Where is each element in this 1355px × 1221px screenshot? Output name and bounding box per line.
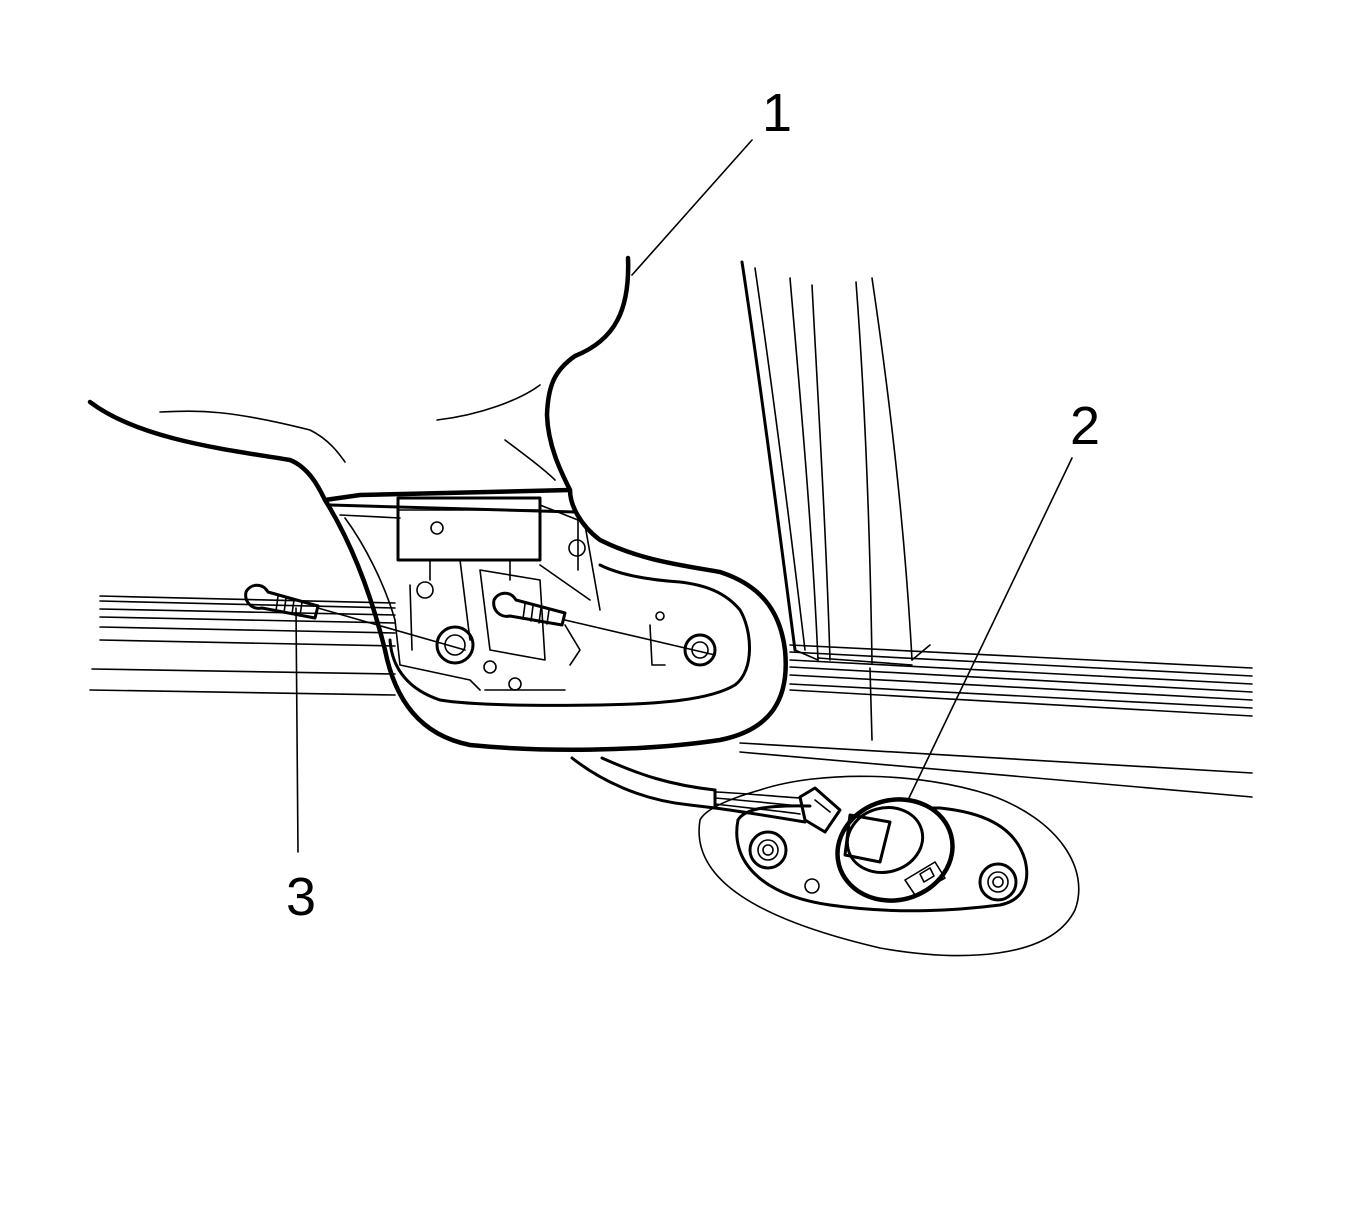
leader-line-1: [631, 139, 753, 276]
callout-2: 2: [1070, 396, 1100, 456]
callout-3: 3: [286, 867, 316, 927]
leader-line-2: [907, 457, 1073, 801]
door-body-lines: [89, 595, 1253, 798]
door-pillar: [740, 260, 931, 666]
handle-housing: [322, 487, 788, 752]
leader-line-3: [295, 607, 299, 853]
wiring-harness: [570, 756, 842, 834]
callout-1: 1: [762, 83, 792, 143]
trim-panel: [87, 255, 631, 503]
door-switch-connector: [835, 797, 955, 903]
leader-lines: [295, 139, 1073, 853]
screw-left: [244, 583, 466, 651]
screw-right: [492, 591, 716, 656]
switch-mounting-plate: [698, 775, 1080, 957]
